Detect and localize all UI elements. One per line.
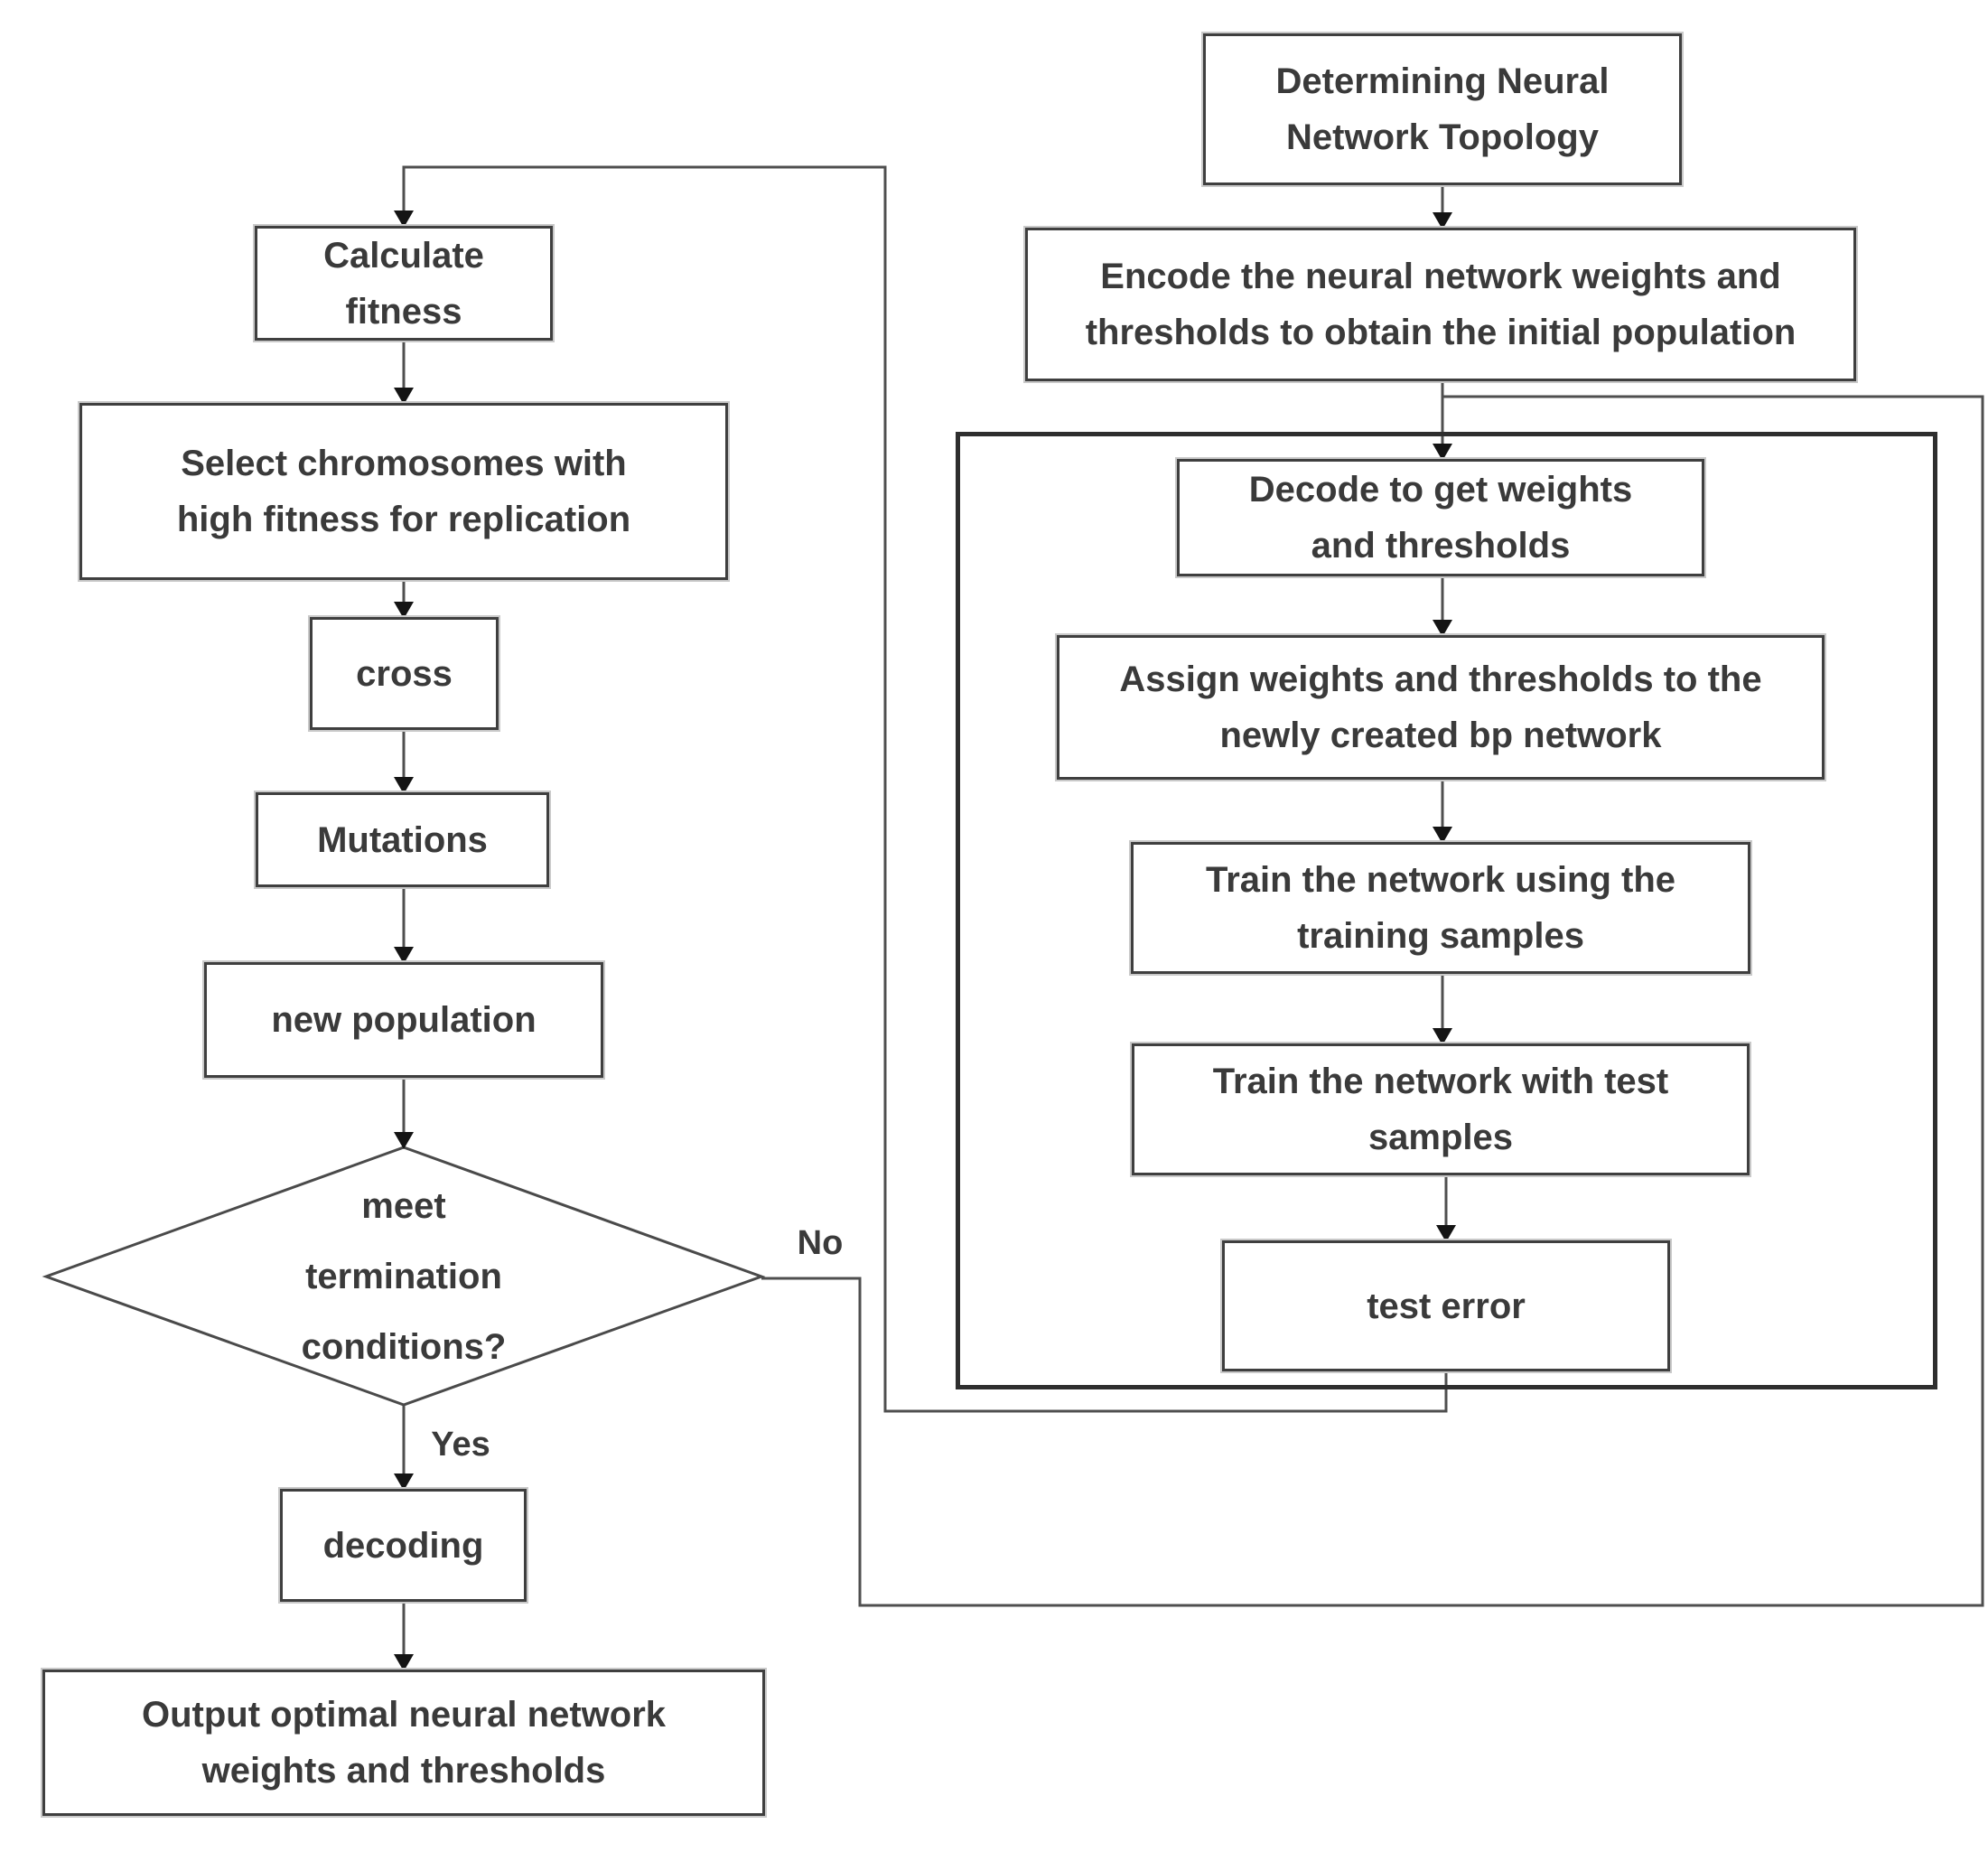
edge-label-no: No (797, 1224, 844, 1262)
arrowhead (394, 1473, 414, 1491)
arrowhead (394, 777, 414, 794)
node-test-error-label: test error (1367, 1286, 1526, 1326)
node-train-test-samples: Train the network with test samples (1132, 1043, 1750, 1175)
node-mutations: Mutations (256, 792, 549, 887)
arrowhead (394, 602, 414, 619)
arrowhead (1433, 620, 1452, 637)
node-determine-topology: Determining Neural Network Topology (1203, 33, 1682, 185)
node-new-population: new population (204, 962, 603, 1078)
node-decoding-label: decoding (322, 1525, 484, 1566)
node-assign-weights: Assign weights and thresholds to the new… (1057, 635, 1825, 780)
bp-evaluation-container (956, 432, 1937, 1389)
connector-no-loop (761, 395, 1984, 1607)
node-train-training-samples-label: Train the network using the training sam… (1205, 860, 1676, 956)
node-calculate-fitness: Calculate fitness (255, 226, 553, 341)
arrowhead (394, 388, 414, 405)
arrowhead (1433, 1028, 1452, 1045)
arrowhead (394, 210, 414, 228)
connector-testerror-to-fitness (402, 165, 1448, 1413)
arrowhead (1433, 444, 1452, 461)
node-assign-weights-label: Assign weights and thresholds to the new… (1119, 660, 1762, 755)
arrowheads (394, 210, 1456, 1671)
node-select-chromosomes: Select chromosomes with high fitness for… (79, 403, 728, 580)
node-output-optimal-label: Output optimal neural network weights an… (141, 1695, 667, 1791)
arrowhead (1436, 1225, 1456, 1242)
arrowhead (1433, 212, 1452, 229)
node-train-training-samples: Train the network using the training sam… (1131, 842, 1750, 974)
node-decoding: decoding (280, 1489, 527, 1602)
decision-diamond-shape (42, 1146, 766, 1407)
node-decode-weights-label: Decode to get weights and thresholds (1248, 470, 1633, 566)
node-calculate-fitness-label: Calculate fitness (323, 235, 484, 332)
node-select-chromosomes-label: Select chromosomes with high fitness for… (176, 444, 631, 539)
arrowhead (394, 1132, 414, 1149)
arrowhead (394, 1654, 414, 1671)
node-encode-population: Encode the neural network weights and th… (1025, 228, 1856, 381)
node-cross-label: cross (356, 653, 453, 694)
arrowhead (1433, 827, 1452, 844)
edge-label-yes: Yes (431, 1426, 490, 1464)
node-cross: cross (310, 617, 499, 730)
arrowhead (394, 947, 414, 964)
node-test-error: test error (1222, 1240, 1670, 1371)
node-new-population-label: new population (271, 1000, 537, 1040)
decision-termination: meet termination conditions? (301, 1185, 507, 1367)
node-output-optimal: Output optimal neural network weights an… (42, 1670, 765, 1816)
node-decode-weights: Decode to get weights and thresholds (1177, 459, 1704, 576)
node-train-test-samples-label: Train the network with test samples (1212, 1062, 1669, 1157)
node-determine-topology-label: Determining Neural Network Topology (1275, 61, 1610, 157)
node-encode-population-label: Encode the neural network weights and th… (1085, 257, 1797, 352)
node-mutations-label: Mutations (317, 819, 488, 860)
